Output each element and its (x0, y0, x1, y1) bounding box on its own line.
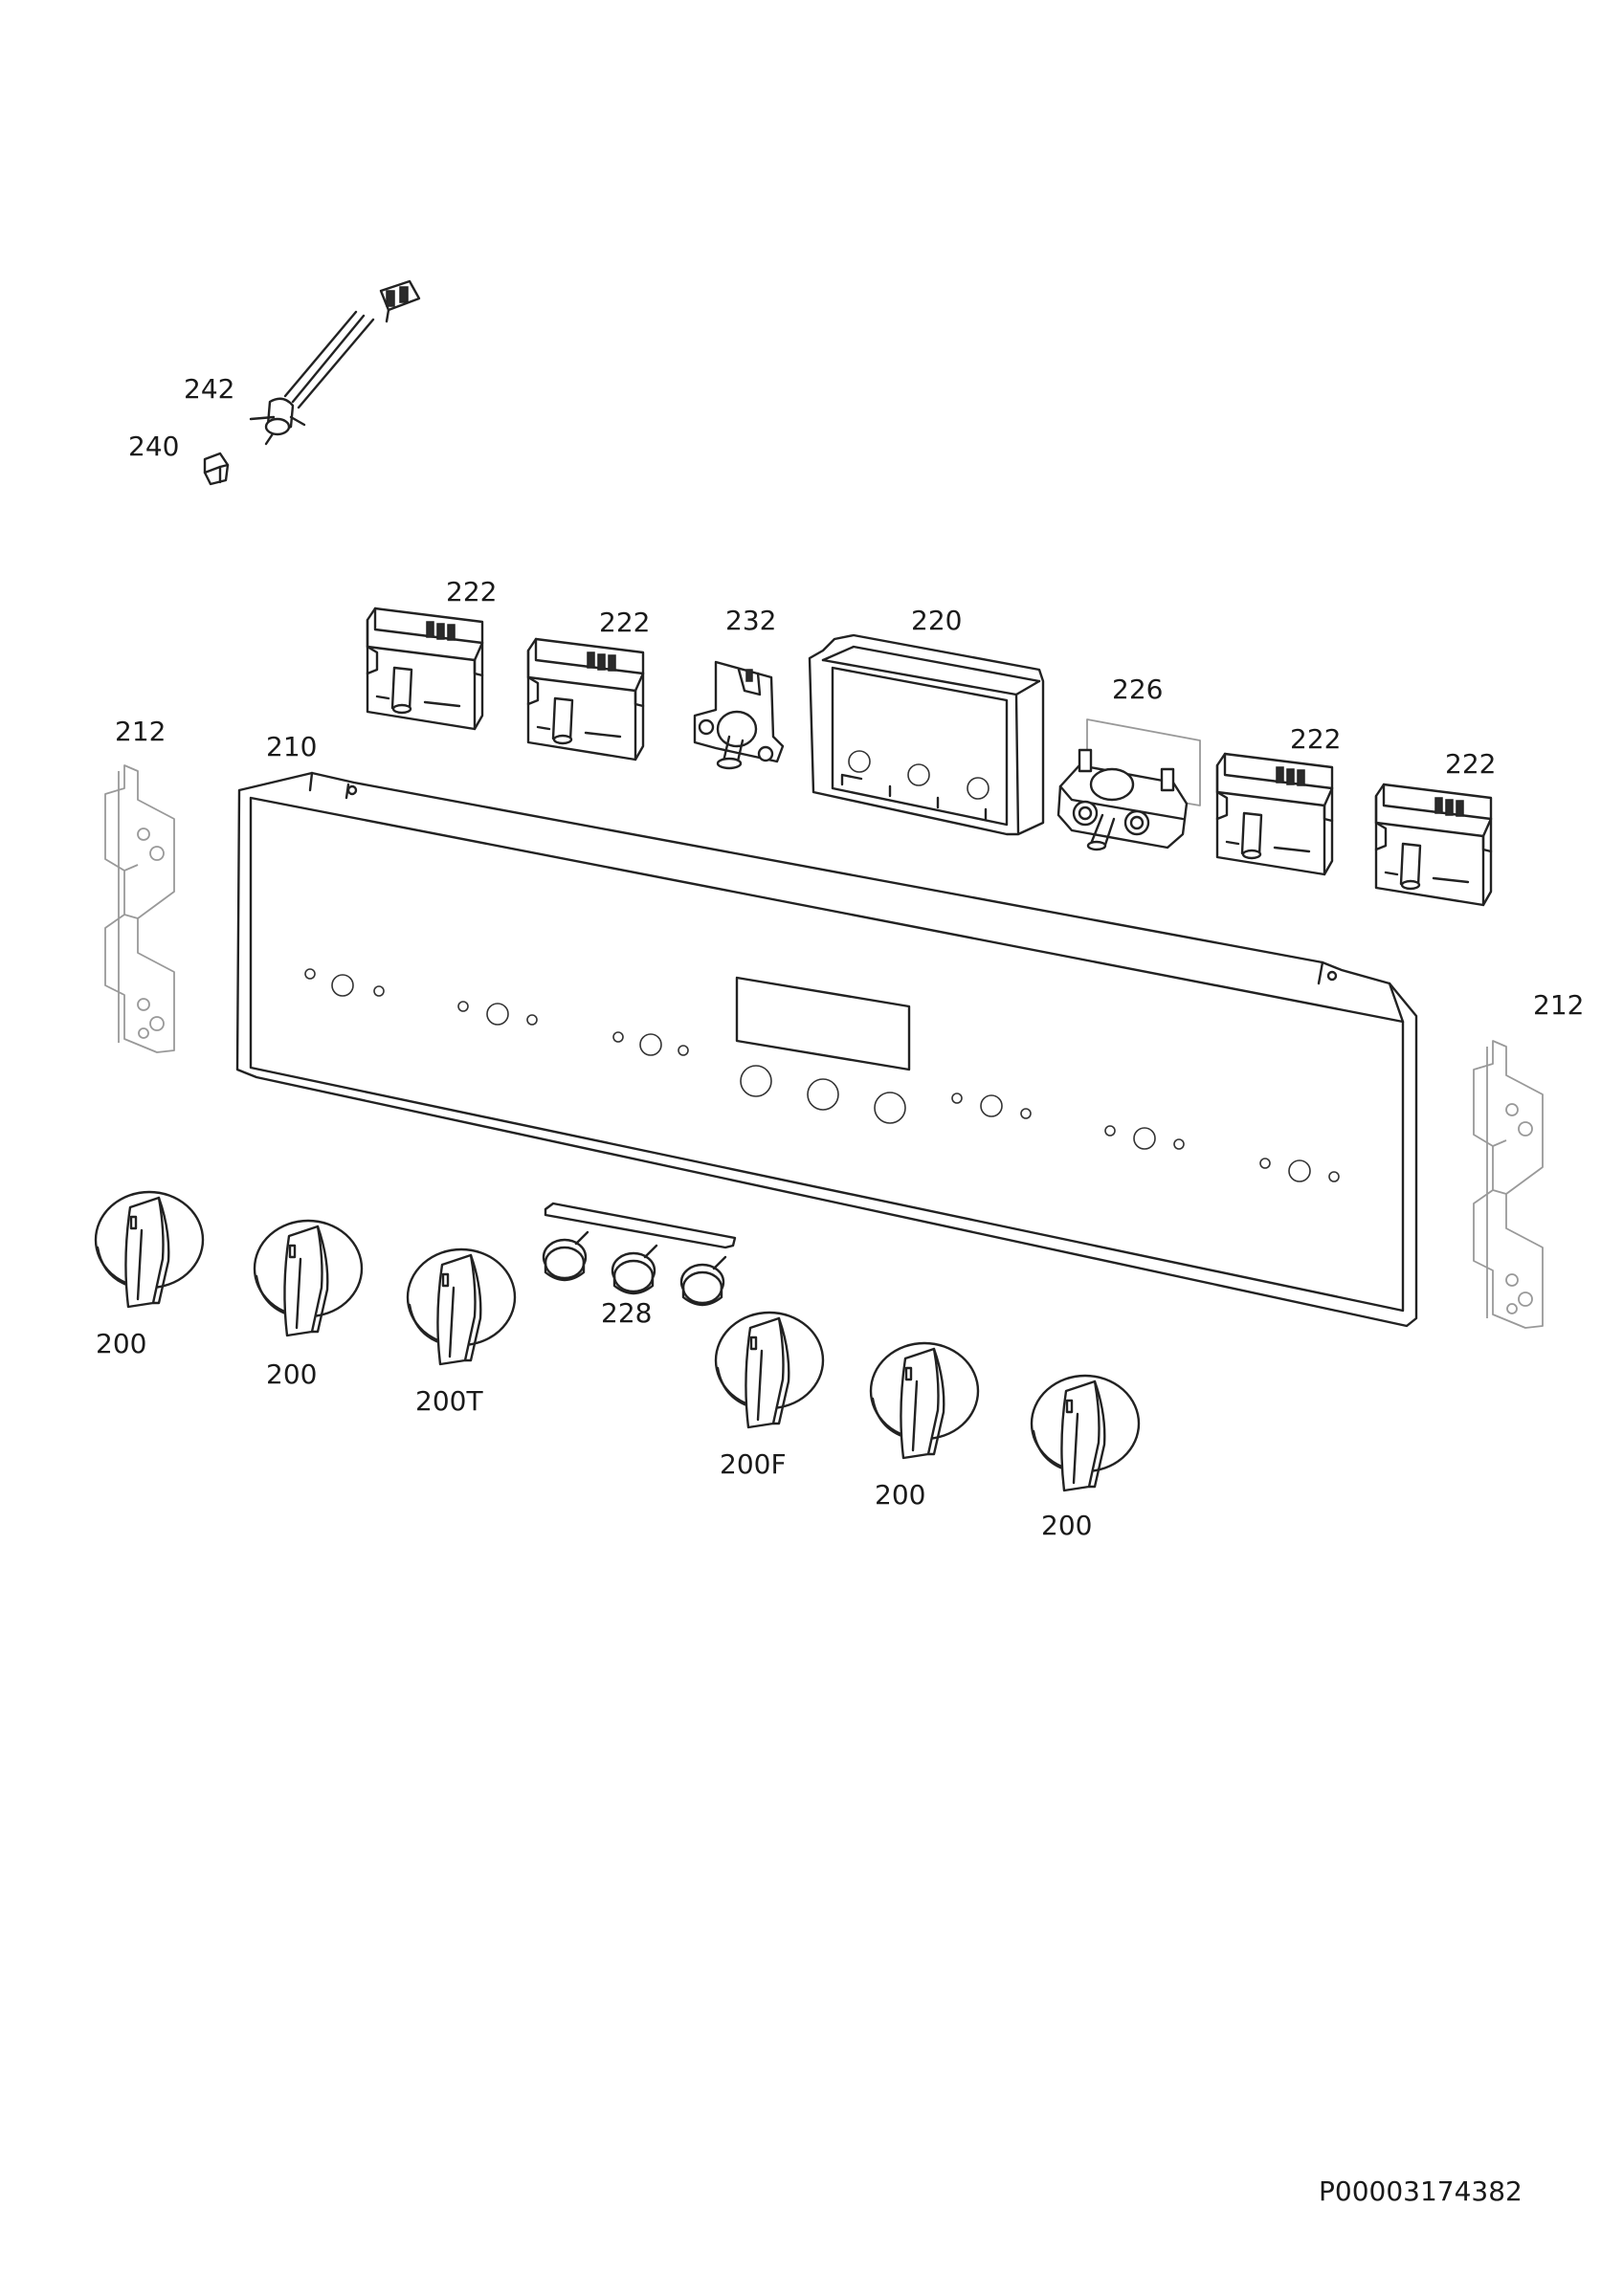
label-200-a: 200 (96, 1328, 146, 1359)
rotary-switch-2 (526, 637, 645, 762)
side-bracket-left (104, 764, 175, 1053)
label-212-right: 212 (1533, 989, 1584, 1021)
label-220: 220 (911, 605, 962, 636)
part-labels: 242 240 212 210 222 222 232 220 226 222 … (96, 373, 1584, 1541)
side-bracket-right (1473, 1040, 1544, 1329)
label-240: 240 (128, 430, 179, 462)
document-id: P00003174382 (1319, 2175, 1523, 2207)
label-200-b: 200 (266, 1358, 317, 1390)
label-226: 226 (1112, 673, 1163, 705)
control-knob-2 (253, 1219, 364, 1337)
control-knob-1 (94, 1190, 205, 1309)
label-200T: 200T (415, 1385, 483, 1417)
label-200-c: 200 (875, 1479, 925, 1511)
push-button-1 (542, 1230, 589, 1282)
control-knob-5 (869, 1341, 980, 1460)
label-242: 242 (184, 373, 234, 405)
label-232: 232 (725, 605, 776, 636)
label-222-c: 222 (1290, 723, 1341, 755)
push-button-2 (611, 1244, 658, 1295)
label-222-d: 222 (1445, 748, 1496, 780)
thermostat (693, 660, 785, 770)
rotary-switch-3 (1215, 752, 1334, 876)
label-200F: 200F (720, 1448, 787, 1480)
rotary-switch-1 (366, 607, 484, 731)
rotary-switch-4 (1374, 783, 1493, 907)
label-222-b: 222 (599, 607, 650, 638)
lamp-connector-assembly (203, 279, 421, 486)
control-knob-6 (1030, 1374, 1141, 1492)
timer-display-module (808, 633, 1045, 836)
selector-switch (1056, 718, 1201, 851)
function-knob (714, 1311, 825, 1429)
label-228: 228 (601, 1297, 652, 1329)
label-212-left: 212 (115, 716, 166, 747)
control-panel (235, 771, 1418, 1328)
push-button-strip (542, 1202, 737, 1307)
label-222-a: 222 (446, 576, 497, 607)
push-button-3 (679, 1255, 727, 1307)
label-200-d: 200 (1041, 1510, 1092, 1541)
thermostat-knob (406, 1247, 517, 1366)
label-210: 210 (266, 731, 317, 762)
